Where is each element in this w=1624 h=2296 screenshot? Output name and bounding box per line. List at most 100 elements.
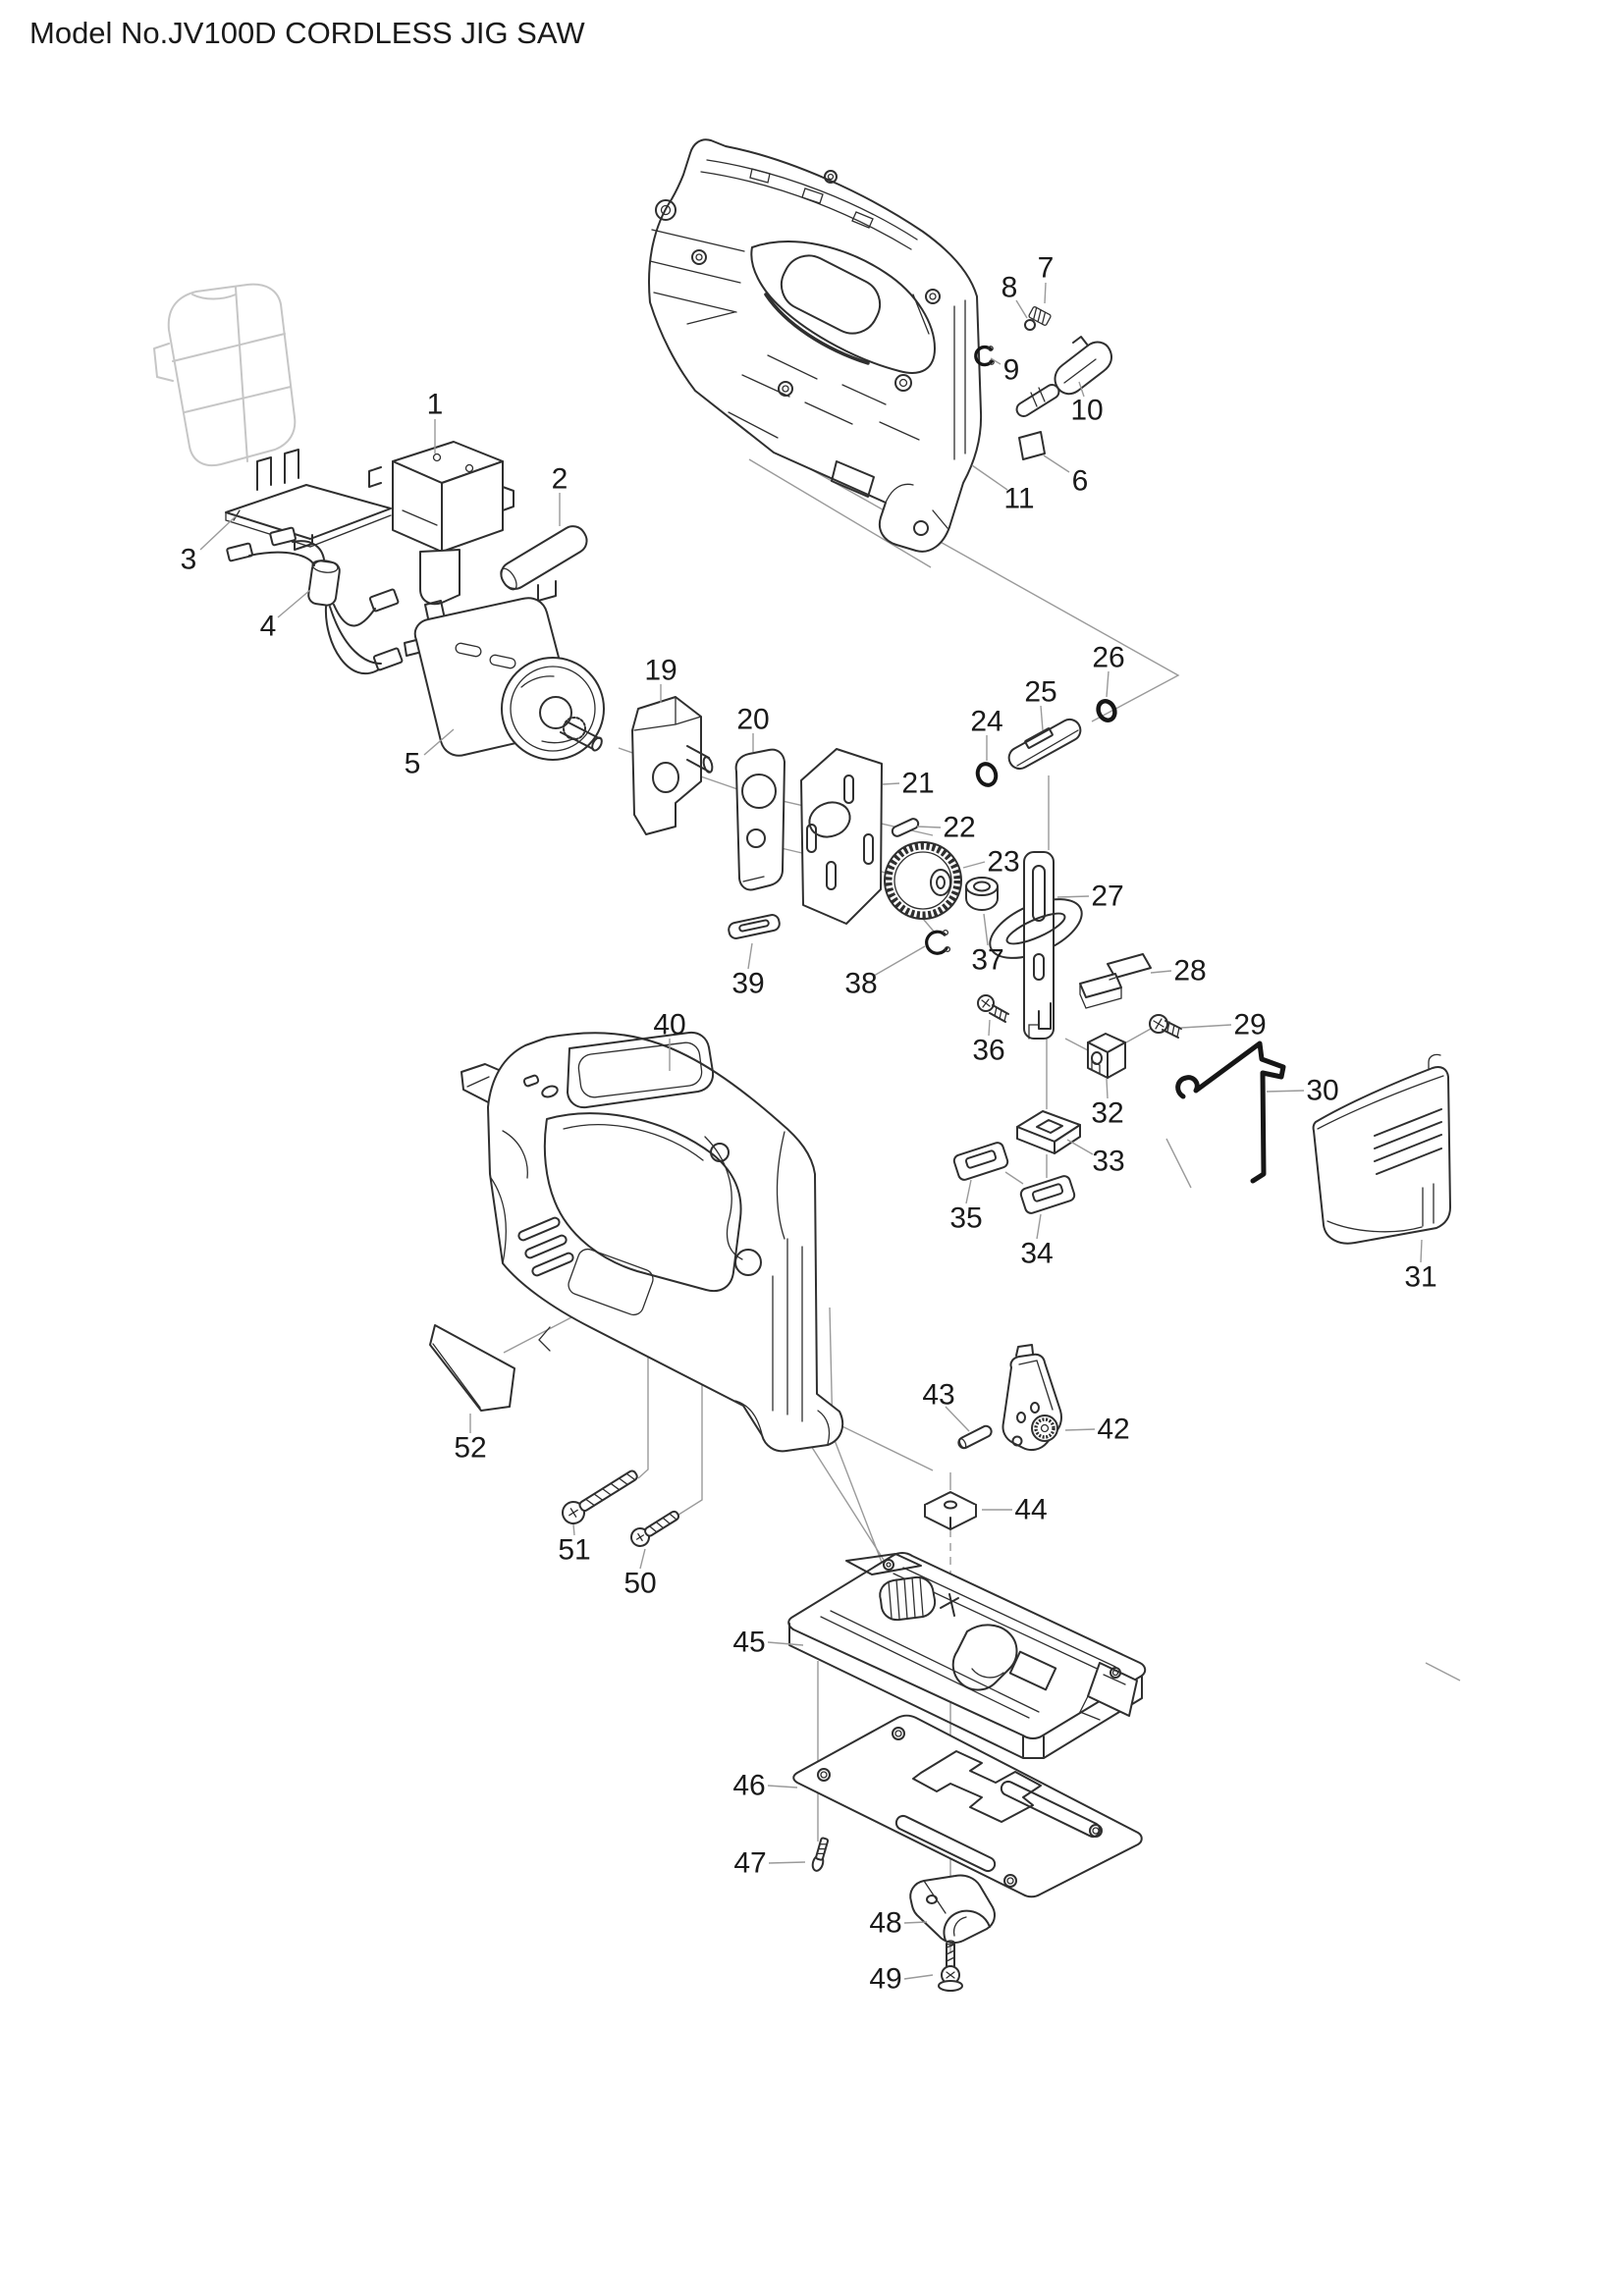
leader-line-50	[639, 1548, 646, 1570]
callout-layer: 1234567891011192021222324252627282930313…	[181, 252, 1437, 1996]
leader-line-4	[277, 589, 311, 618]
leader-line-34	[1036, 1213, 1042, 1240]
leader-line-49	[903, 1974, 934, 1980]
callout-6: 6	[1072, 465, 1089, 498]
part-9-e-ring	[974, 345, 995, 367]
leader-line-28	[1150, 970, 1172, 974]
leader-line-26	[1106, 670, 1110, 698]
callout-22: 22	[943, 812, 975, 844]
part-44-square-nut	[924, 1491, 977, 1530]
callout-33: 33	[1092, 1146, 1124, 1178]
callout-23: 23	[987, 846, 1019, 879]
leader-line-22	[916, 826, 942, 828]
part-25-slider-pin	[1007, 718, 1082, 771]
leader-line-6	[1043, 454, 1070, 473]
callout-52: 52	[454, 1432, 486, 1465]
part-42-roller-lever	[1001, 1344, 1062, 1452]
part-6-pad	[1018, 431, 1046, 460]
part-38-retaining-ring	[925, 929, 951, 955]
leader-line-42	[1064, 1428, 1096, 1431]
callout-5: 5	[405, 748, 421, 780]
leader-line-3	[199, 515, 237, 551]
part-45-base	[787, 1552, 1147, 1759]
leader-line-47	[768, 1861, 806, 1864]
part-5-motor	[404, 597, 605, 761]
callout-26: 26	[1092, 642, 1124, 674]
callout-50: 50	[623, 1568, 656, 1600]
leader-line-33	[1066, 1139, 1094, 1155]
leader-line-30	[1266, 1090, 1305, 1093]
part-19-bearing-box	[631, 696, 714, 835]
part-52-cover-plate	[429, 1324, 515, 1412]
callout-45: 45	[732, 1627, 765, 1659]
leader-line-51	[572, 1523, 575, 1536]
leader-line-29	[1180, 1024, 1232, 1029]
callout-29: 29	[1233, 1009, 1266, 1041]
callout-39: 39	[731, 968, 764, 1000]
page-title: Model No.JV100D CORDLESS JIG SAW	[29, 16, 585, 50]
part-23-gear	[884, 841, 962, 920]
leader-line-5	[423, 728, 455, 756]
part-2-cushion	[500, 525, 588, 602]
leader-line-25	[1040, 705, 1044, 731]
leader-line-46	[767, 1785, 798, 1789]
callout-7: 7	[1038, 252, 1055, 285]
part-50-screw	[630, 1510, 680, 1547]
leader-line-27	[1056, 895, 1090, 898]
leader-line-36	[988, 1019, 991, 1037]
callout-24: 24	[970, 706, 1002, 738]
leader-line-39	[747, 942, 753, 970]
leader-line-9	[990, 357, 1001, 365]
callout-3: 3	[181, 544, 197, 576]
part-47-screw	[811, 1837, 830, 1872]
part-30-wire-guide	[1175, 1041, 1286, 1184]
callout-43: 43	[922, 1379, 954, 1412]
callout-27: 27	[1091, 881, 1123, 913]
callout-8: 8	[1001, 272, 1018, 304]
part-20-plate	[734, 748, 785, 891]
part-22-pin	[891, 818, 920, 837]
callout-36: 36	[972, 1035, 1004, 1067]
part-8-washer	[1024, 319, 1036, 331]
callout-11: 11	[1003, 483, 1034, 515]
leader-line-23	[962, 861, 986, 869]
part-3-terminal-plate	[225, 449, 392, 551]
leader-line-31	[1420, 1239, 1423, 1263]
callout-20: 20	[736, 704, 769, 736]
callout-25: 25	[1024, 676, 1056, 709]
callout-9: 9	[1003, 354, 1020, 387]
part-48-clamp	[909, 1874, 996, 1945]
callout-1: 1	[427, 389, 444, 421]
callout-32: 32	[1091, 1097, 1123, 1130]
part-49-screw	[938, 1940, 963, 1992]
part-21-plate	[800, 748, 883, 925]
callout-49: 49	[869, 1963, 901, 1996]
callout-35: 35	[949, 1202, 982, 1235]
leader-line-48	[903, 1921, 928, 1924]
part-1-switch	[368, 441, 514, 606]
leader-line-10	[1078, 381, 1085, 398]
leader-line-11	[971, 464, 1008, 491]
callout-19: 19	[644, 655, 677, 687]
leader-line-8	[1015, 299, 1028, 319]
callout-40: 40	[653, 1009, 685, 1041]
callout-4: 4	[260, 611, 277, 643]
leader-line-7	[1044, 282, 1047, 304]
callout-51: 51	[558, 1534, 590, 1567]
part-7-spring	[1028, 306, 1052, 326]
callout-10: 10	[1070, 395, 1103, 427]
part-36-screw	[977, 994, 1009, 1023]
part-29-screw	[1149, 1014, 1182, 1039]
callout-2: 2	[552, 463, 568, 496]
part-11-upper-housing	[647, 138, 983, 553]
part-46-base-plate	[792, 1714, 1143, 1898]
part-27-slider-rod	[989, 851, 1083, 1040]
callout-31: 31	[1404, 1261, 1436, 1294]
callout-42: 42	[1097, 1414, 1129, 1446]
leader-line-38	[873, 945, 926, 977]
battery-ghost	[153, 283, 297, 466]
part-26-o-ring	[1096, 699, 1117, 722]
callout-46: 46	[732, 1770, 765, 1802]
part-37-bushing	[965, 877, 999, 911]
